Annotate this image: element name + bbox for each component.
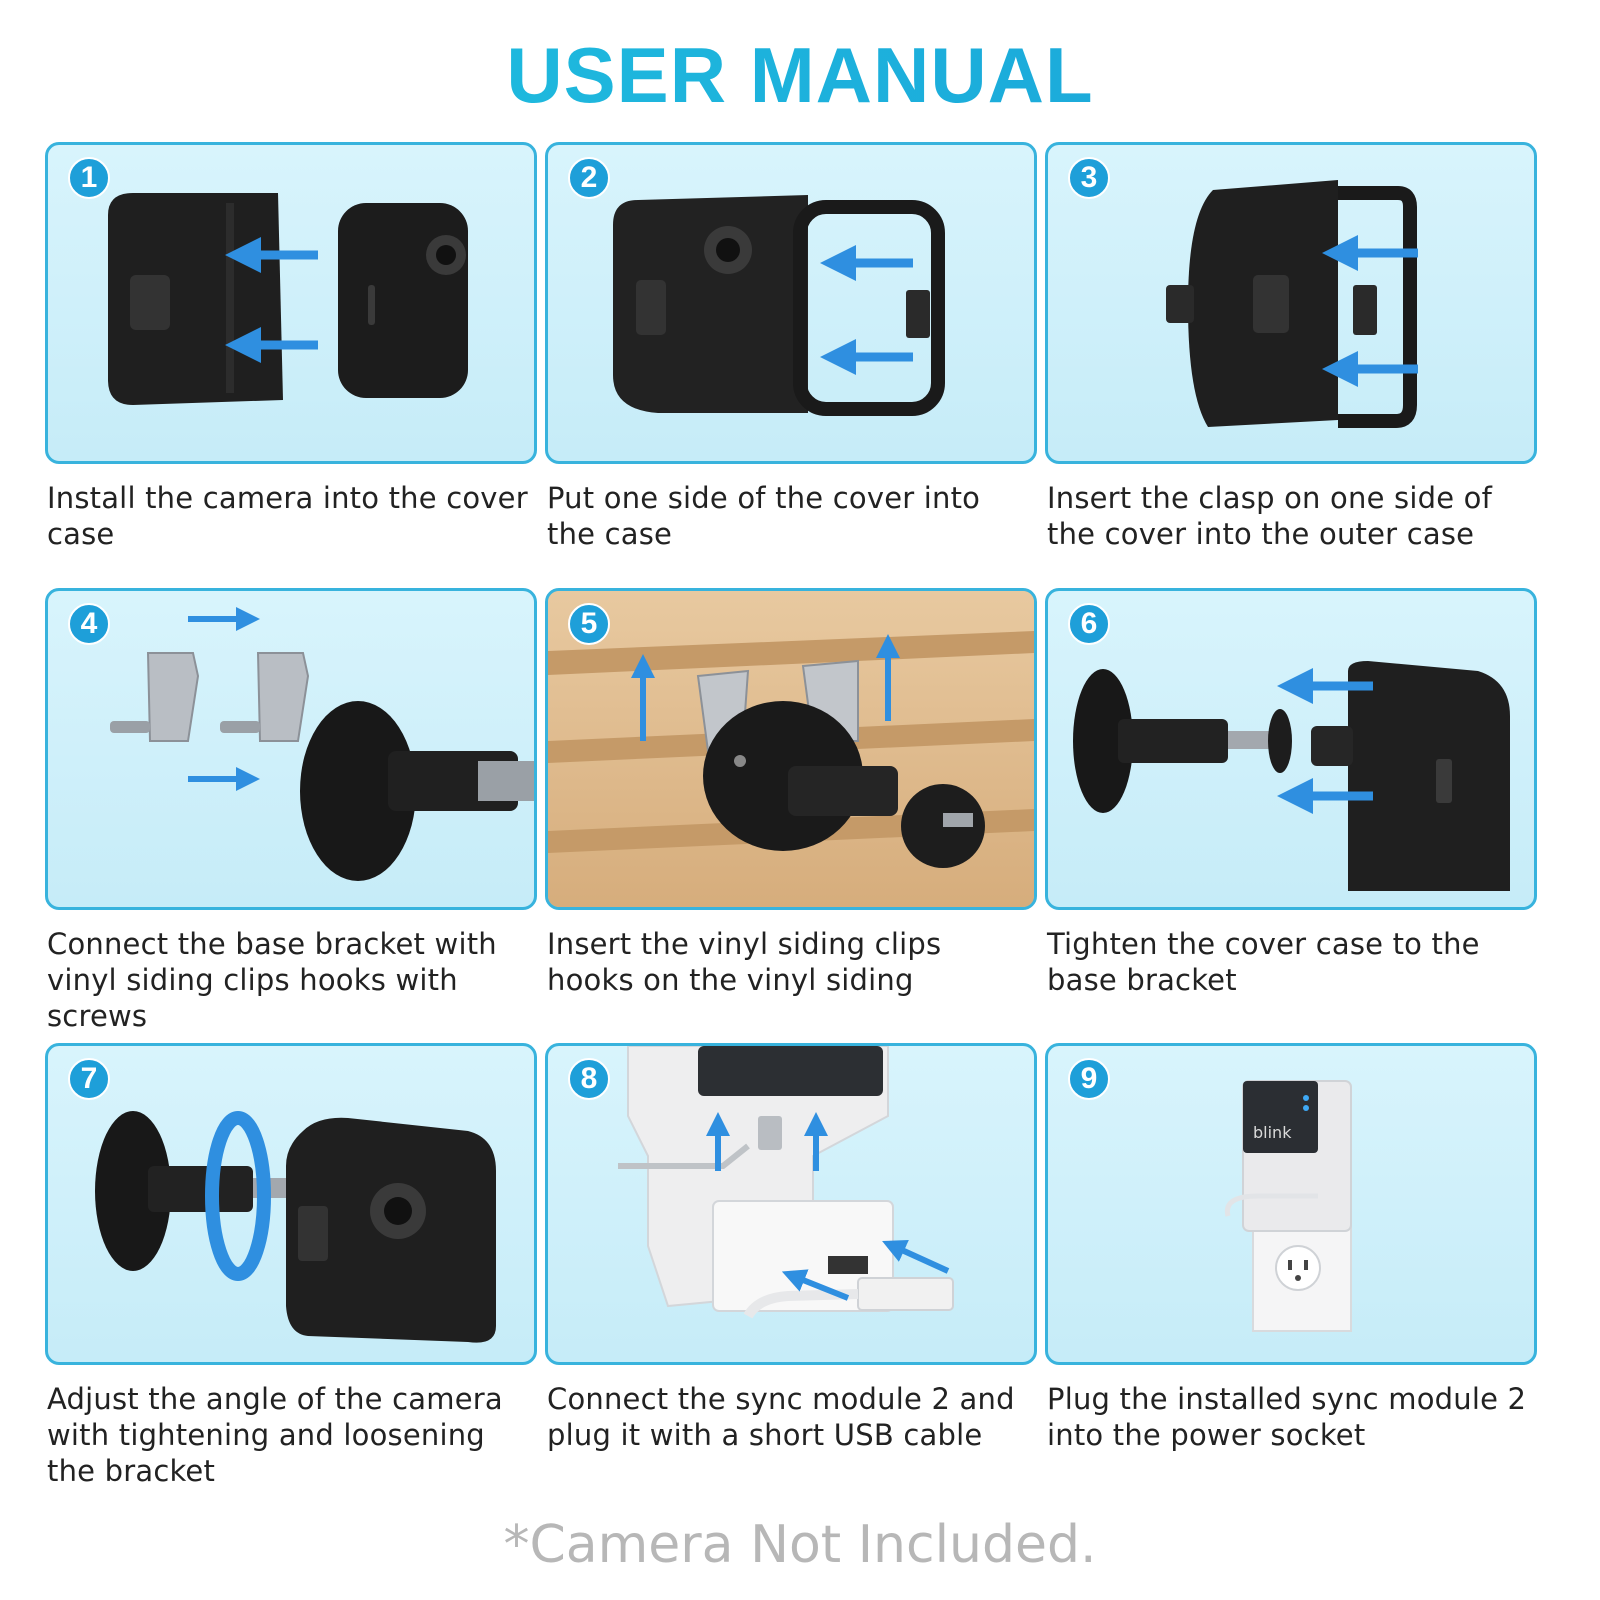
step-number-badge: 8 — [568, 1058, 610, 1100]
step-1-panel: 1 — [45, 142, 537, 464]
step-number-badge: 6 — [1068, 603, 1110, 645]
step-number-badge: 3 — [1068, 157, 1110, 199]
step-7-illustration — [95, 1111, 496, 1343]
step-5: 5 Insert the vinyl siding clips hooks on… — [545, 588, 1037, 998]
step-9-panel: 9 blink — [1045, 1043, 1537, 1365]
step-number-badge: 5 — [568, 603, 610, 645]
step-9-illustration: blink — [1224, 1080, 1352, 1332]
step-3: 3 Insert the clasp on one side of the co… — [1045, 142, 1537, 552]
step-6: 6 Tighten the cover case to the base bra… — [1045, 588, 1537, 998]
step-4-panel: 4 — [45, 588, 537, 910]
step-8: 8 Connect the sync module 2 and plug it … — [545, 1043, 1037, 1453]
step-6-panel: 6 — [1045, 588, 1537, 910]
step-3-panel: 3 — [1045, 142, 1537, 464]
step-6-illustration — [1073, 661, 1510, 891]
step-8-caption: Connect the sync module 2 and plug it wi… — [547, 1382, 1015, 1452]
step-1-caption: Install the camera into the cover case — [47, 481, 528, 551]
step-7-caption: Adjust the angle of the camera with tigh… — [47, 1382, 503, 1488]
step-number-badge: 9 — [1068, 1058, 1110, 1100]
step-6-caption: Tighten the cover case to the base brack… — [1047, 927, 1480, 997]
step-5-panel: 5 — [545, 588, 1037, 910]
step-2-illustration — [613, 195, 945, 416]
step-number-badge: 4 — [68, 603, 110, 645]
step-3-caption: Insert the clasp on one side of the cove… — [1047, 481, 1493, 551]
step-3-illustration — [1166, 180, 1418, 428]
footnote: *Camera Not Included. — [503, 1515, 1097, 1575]
sync-module-logo: blink — [1253, 1123, 1292, 1142]
step-1-illustration — [108, 193, 468, 405]
step-4-illustration — [110, 607, 534, 881]
step-1: 1 Install the camera into the cover case — [45, 142, 537, 552]
step-number-badge: 7 — [68, 1058, 110, 1100]
step-7-panel: 7 — [45, 1043, 537, 1365]
step-7: 7 Adjust the angle of the camera with ti… — [45, 1043, 537, 1489]
page-title: USER MANUAL — [0, 30, 1600, 121]
step-2: 2 Put one side of the cover into the cas… — [545, 142, 1037, 552]
step-4: 4 Connect the base bracket with vinyl si… — [45, 588, 537, 1034]
step-2-panel: 2 — [545, 142, 1037, 464]
step-9-caption: Plug the installed sync module 2 into th… — [1047, 1382, 1527, 1452]
step-8-panel: 8 — [545, 1043, 1037, 1365]
step-9: 9 blink Plug the installed sync module 2… — [1045, 1043, 1537, 1453]
step-5-illustration — [548, 591, 1034, 907]
step-number-badge: 2 — [568, 157, 610, 199]
step-2-caption: Put one side of the cover into the case — [547, 481, 981, 551]
step-8-illustration — [618, 1046, 954, 1319]
step-5-caption: Insert the vinyl siding clips hooks on t… — [547, 927, 942, 997]
step-number-badge: 1 — [68, 157, 110, 199]
step-4-caption: Connect the base bracket with vinyl sidi… — [47, 927, 497, 1033]
